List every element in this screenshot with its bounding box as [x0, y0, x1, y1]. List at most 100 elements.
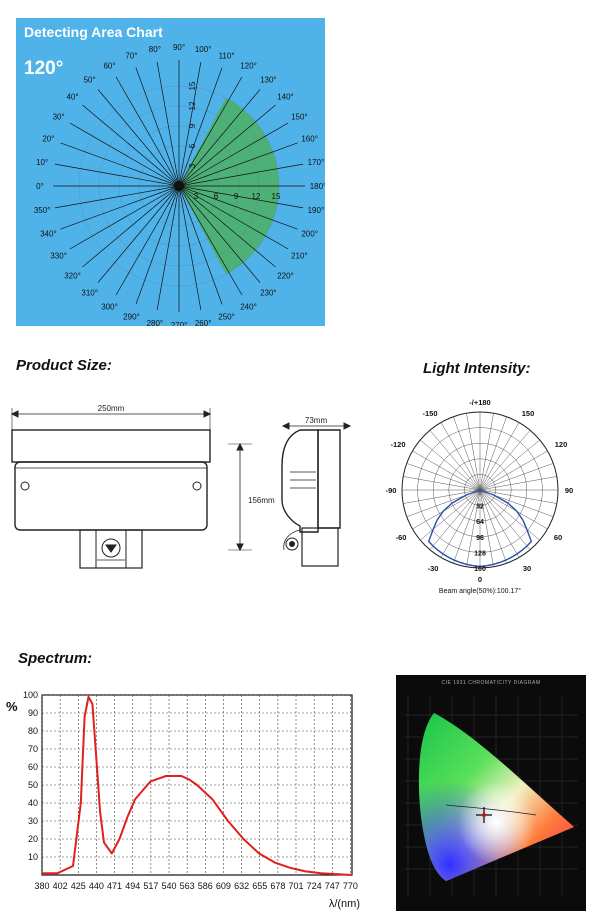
polar-radial-label: 160	[474, 566, 486, 573]
y-tick-label: 70	[28, 744, 38, 754]
spoke	[178, 185, 289, 250]
front-view-body	[14, 461, 208, 531]
radius-label: 15	[272, 192, 281, 201]
angle-label: 100°	[195, 45, 212, 54]
angle-label: 130°	[260, 76, 277, 85]
angle-label: 220°	[277, 271, 294, 280]
angle-label: 180°	[310, 182, 325, 191]
intensity-curve	[427, 489, 533, 568]
x-tick-label: 747	[325, 881, 340, 891]
height-label: 156mm	[248, 496, 275, 505]
x-tick-label: 517	[143, 881, 158, 891]
detecting-area-panel: 0°10°20°30°40°50°60°70°80°90°100°110°120…	[16, 18, 325, 326]
y-tick-label: 90	[28, 708, 38, 718]
angle-label: 300°	[101, 302, 118, 311]
radius-label-vertical: 12	[188, 101, 197, 110]
x-tick-label: 563	[180, 881, 195, 891]
polar-spoke	[479, 416, 507, 491]
cie-title: CIE 1931 CHROMATICITY DIAGRAM	[441, 680, 541, 686]
angle-label: 210°	[291, 252, 308, 261]
polar-spoke	[479, 489, 548, 530]
x-tick-label: 678	[270, 881, 285, 891]
product-size-drawing: 250mm 156mm 73mm	[10, 404, 352, 569]
spoke	[60, 142, 180, 187]
angle-label: 140°	[277, 93, 294, 102]
polar-spoke	[412, 489, 481, 530]
spoke	[178, 122, 289, 187]
x-tick-label: 632	[234, 881, 249, 891]
detecting-angle: 120°	[24, 58, 64, 79]
angle-label: 320°	[64, 271, 81, 280]
angle-label: 70°	[125, 51, 137, 60]
spoke	[178, 185, 223, 305]
spectrum-heading: Spectrum:	[18, 650, 93, 667]
y-tick-label: 40	[28, 798, 38, 808]
width-label: 250mm	[98, 404, 125, 413]
radius-label: 6	[214, 192, 219, 201]
polar-radial-label: 32	[476, 504, 484, 511]
polar-angle-label: 0	[478, 575, 482, 584]
angle-label: 190°	[308, 206, 325, 215]
angle-label: 60°	[103, 62, 115, 71]
angle-label: 310°	[81, 288, 98, 297]
angle-label: 110°	[219, 51, 235, 60]
spoke	[54, 163, 180, 187]
spoke	[178, 67, 223, 187]
spoke	[135, 67, 180, 187]
angle-label: 240°	[240, 302, 257, 311]
y-tick-label: 80	[28, 726, 38, 736]
polar-spoke	[453, 489, 481, 564]
y-tick-label: 30	[28, 816, 38, 826]
angle-label: 250°	[218, 313, 235, 322]
x-tick-label: 471	[107, 881, 122, 891]
polar-spoke	[466, 489, 481, 567]
y-tick-label: 50	[28, 780, 38, 790]
light-intensity-heading: Light Intensity:	[423, 360, 531, 377]
radius-label-vertical: 15	[188, 81, 197, 90]
polar-spoke	[406, 463, 481, 491]
polar-spoke	[479, 489, 557, 504]
polar-angle-label: 150	[522, 409, 535, 418]
y-unit-label: %	[6, 699, 18, 714]
polar-angle-label: -/+180	[469, 398, 490, 407]
y-tick-label: 100	[23, 690, 38, 700]
radius-label: 9	[234, 192, 239, 201]
spoke	[60, 185, 180, 230]
spoke	[178, 185, 304, 209]
y-tick-label: 20	[28, 834, 38, 844]
spoke	[156, 185, 180, 311]
polar-spoke	[479, 489, 540, 541]
angle-label: 340°	[40, 230, 57, 239]
x-unit-label: λ/(nm)	[329, 898, 360, 910]
radius-label: 12	[252, 192, 261, 201]
polar-spoke	[440, 422, 481, 491]
radius-label-vertical: 3	[188, 163, 197, 168]
spoke	[69, 185, 180, 250]
spoke	[54, 185, 180, 209]
x-tick-label: 724	[307, 881, 322, 891]
spoke	[178, 89, 261, 187]
angle-label: 120°	[240, 62, 257, 71]
x-tick-label: 402	[53, 881, 68, 891]
spoke	[178, 185, 243, 296]
front-view-top	[11, 429, 211, 463]
x-tick-label: 655	[252, 881, 267, 891]
spoke	[69, 122, 180, 187]
polar-spoke	[479, 489, 494, 567]
polar-angle-label: 30	[523, 564, 531, 573]
spoke	[135, 185, 180, 305]
polar-radial-label: 64	[476, 519, 484, 526]
angle-label: 170°	[308, 158, 325, 167]
spoke	[97, 89, 180, 187]
polar-angle-label: 90	[565, 486, 573, 495]
angle-label: 260°	[195, 319, 212, 326]
product-size-heading: Product Size:	[16, 357, 112, 374]
x-tick-label: 440	[89, 881, 104, 891]
polar-spoke	[403, 476, 481, 491]
spoke	[178, 142, 298, 187]
polar-spoke	[479, 463, 554, 491]
polar-spoke	[479, 430, 531, 491]
polar-spoke	[479, 439, 540, 491]
